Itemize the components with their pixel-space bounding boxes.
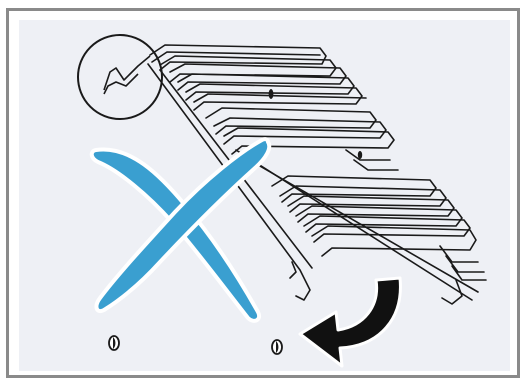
rack-wire-loops [147,44,487,305]
mounting-hole-left [108,335,120,351]
curved-arrow-icon [298,276,402,368]
mounting-hole-icon [108,335,283,355]
rack-hook-marks [268,89,363,159]
magnifier-circle-icon [77,34,163,120]
rack-upper-loops [149,44,399,171]
mounting-hole-right [271,339,283,355]
incorrect-cross-icon [89,137,272,323]
